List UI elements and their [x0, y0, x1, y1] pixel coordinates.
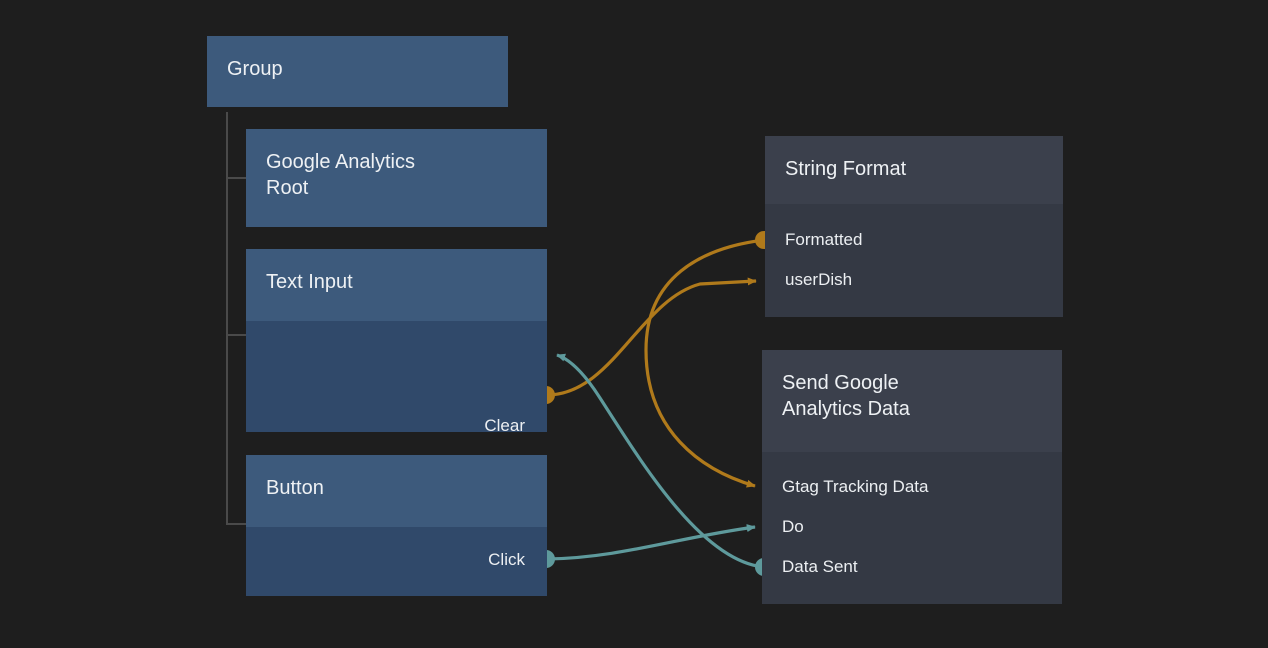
node-group-title: Group: [207, 36, 508, 82]
node-string-format-body: Formatted userDish: [765, 204, 1063, 317]
node-button-title: Button: [246, 455, 547, 527]
port-label-gtag-tracking-data[interactable]: Gtag Tracking Data: [782, 477, 929, 496]
group-tree-branch-button: [226, 523, 246, 525]
node-send-google-analytics-data-body: Gtag Tracking Data Do Data Sent: [762, 452, 1062, 604]
node-send-google-analytics-data[interactable]: Send Google Analytics Data Gtag Tracking…: [762, 350, 1062, 604]
group-tree-branch-text-input: [226, 334, 246, 336]
node-google-analytics-root-title: Google Analytics Root: [246, 129, 547, 201]
node-button-body: Click: [246, 527, 547, 596]
port-label-userdish[interactable]: userDish: [785, 270, 853, 289]
wire-text-to-userdish: [537, 277, 757, 404]
node-send-google-analytics-data-title: Send Google Analytics Data: [762, 350, 1062, 452]
node-google-analytics-root[interactable]: Google Analytics Root: [246, 129, 547, 227]
wire-click-to-do: [537, 524, 756, 568]
node-text-input[interactable]: Text Input Clear Text: [246, 249, 547, 432]
node-string-format[interactable]: String Format Formatted userDish: [765, 136, 1063, 317]
node-button[interactable]: Button Click: [246, 455, 547, 596]
node-text-input-title: Text Input: [246, 249, 547, 321]
port-label-click[interactable]: Click: [488, 550, 525, 569]
node-string-format-title: String Format: [765, 136, 1063, 204]
wire-formatted-to-gtag: [644, 231, 773, 488]
node-text-input-body: Clear Text: [246, 321, 547, 432]
group-tree-branch-ga-root: [226, 177, 246, 179]
group-tree-trunk: [226, 112, 228, 525]
node-group[interactable]: Group: [207, 36, 508, 107]
port-label-data-sent[interactable]: Data Sent: [782, 557, 858, 576]
port-label-clear[interactable]: Clear: [484, 416, 525, 432]
port-label-do[interactable]: Do: [782, 517, 804, 536]
port-label-formatted[interactable]: Formatted: [785, 230, 863, 249]
wire-datasent-to-clear: [556, 353, 773, 576]
